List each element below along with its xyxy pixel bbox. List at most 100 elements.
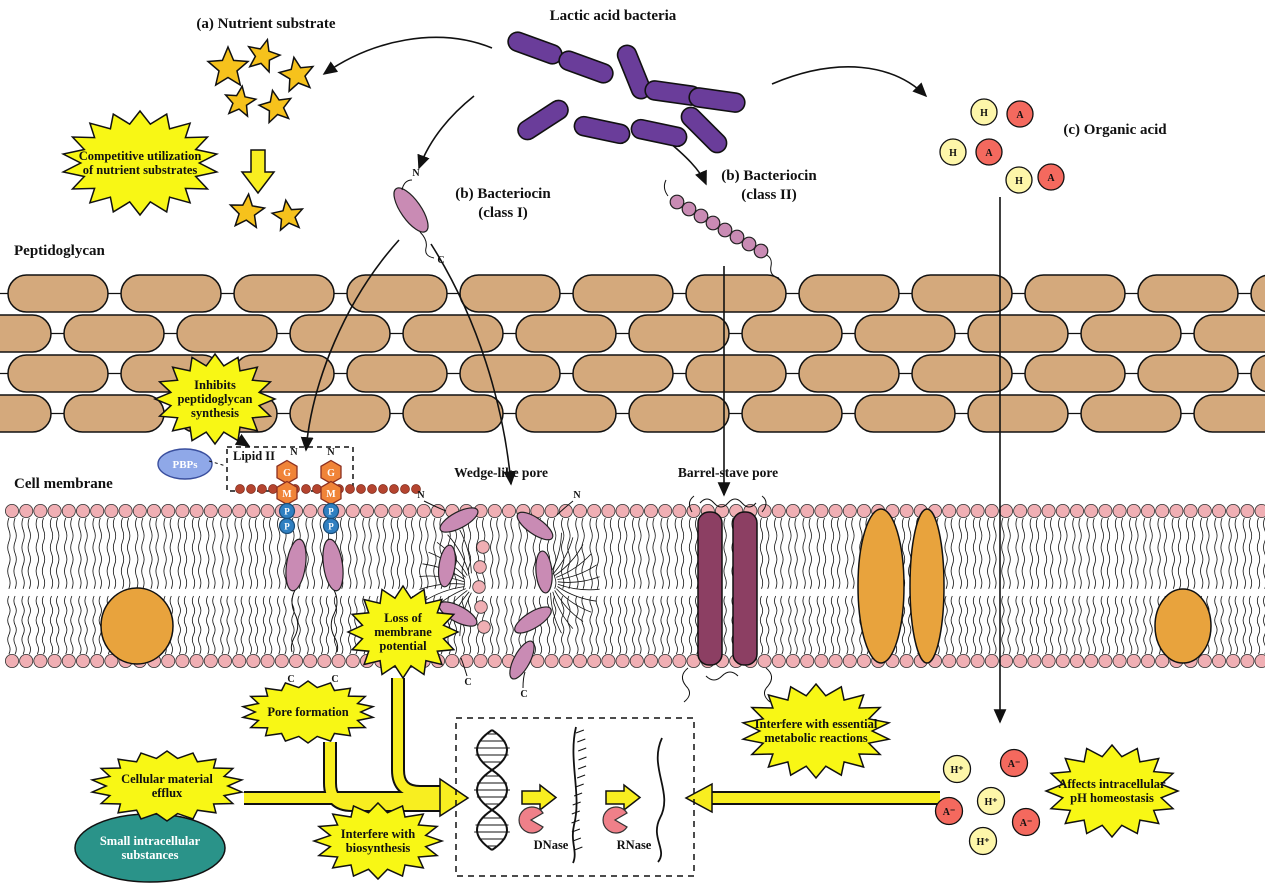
dnase-enzyme (518, 806, 544, 834)
svg-text:C: C (520, 689, 527, 700)
lipid-head (477, 620, 491, 634)
svg-text:A⁻: A⁻ (1008, 759, 1021, 770)
c-terminus-squiggle (419, 231, 435, 259)
bacterium-rod (573, 115, 631, 145)
rna-bases (571, 729, 587, 851)
chain-end-squiggle (762, 253, 780, 279)
lactic-acid-bacteria-cells (507, 31, 746, 154)
pore-effect-arrow (393, 678, 440, 797)
svg-text:A: A (985, 148, 993, 159)
svg-text:A: A (1016, 110, 1024, 121)
g-sugar-label: G (327, 468, 335, 479)
bacteriocin-class1-molecule (393, 179, 435, 259)
pbps-group: PBPs (157, 433, 251, 480)
dna-rungs (474, 733, 510, 847)
svg-text:H⁺: H⁺ (984, 797, 997, 808)
pore-squiggle (761, 495, 767, 513)
terminus-connector (460, 657, 468, 677)
callout-small-substances: Small intracellular substances (99, 834, 201, 862)
star (247, 37, 282, 74)
n-terminus-squiggle (401, 179, 413, 191)
terminus-letters: N C N N C C N N C C (287, 168, 581, 700)
bacterium-rod (630, 118, 688, 148)
rna-strand (571, 726, 578, 864)
arrow-bacteriocin1-to-wedge (430, 243, 517, 486)
g-sugar-label: G (283, 468, 291, 479)
callout-competitive: Competitive utilization of nutrient subs… (78, 149, 202, 177)
h-plus-circle (968, 826, 998, 856)
pore-top-squiggle (699, 498, 757, 508)
label-dnase: DNase (533, 838, 569, 852)
lipid2-box (226, 446, 354, 492)
organic-acid-cluster: H A H A H A (939, 98, 1065, 194)
pore-bottom-squiggle (682, 667, 690, 703)
callout-bursts (60, 109, 1180, 881)
star (223, 84, 258, 118)
pore-bottom-squiggle (764, 667, 772, 703)
label-bacteriocin1-line2: (class I) (478, 205, 528, 221)
rnase-enzyme (602, 806, 628, 834)
burst-loss-potential (346, 584, 460, 680)
pbps-label: PBPs (172, 459, 198, 471)
bacteriocin-peptide (322, 538, 344, 592)
burst-competitive (60, 109, 220, 217)
svg-text:A⁻: A⁻ (943, 807, 956, 818)
arrowhead-left (684, 782, 713, 814)
pbps-ellipse (157, 448, 213, 480)
burst-pore-formation (240, 680, 376, 744)
terminus-connector (423, 500, 447, 512)
bacterium-rod (688, 87, 746, 113)
p-label: P (284, 522, 290, 532)
label-bacteriocin2-line2: (class II) (741, 187, 797, 203)
callout-pore-formation: Pore formation (267, 705, 349, 719)
bacteriocin-class2-chain (663, 179, 780, 279)
star (277, 55, 315, 93)
lipid-head (473, 560, 487, 574)
bacterium-rod (616, 44, 652, 100)
pbps-connector (208, 460, 227, 467)
membrane-protein (909, 508, 945, 664)
svg-text:H: H (980, 108, 988, 119)
label-lactic-acid-bacteria: Lactic acid bacteria (549, 8, 677, 24)
svg-text:C: C (331, 674, 338, 685)
dissociated-acid-cluster: H⁺ A⁻ H⁺ A⁻ H⁺ A⁻ (934, 748, 1041, 856)
callout-metabolic: Interfere with essential metabolic react… (754, 717, 878, 745)
svg-text:N: N (327, 447, 335, 458)
a-minus-circle (999, 748, 1029, 778)
callout-ph: Affects intracellular pH homeostasis (1058, 777, 1166, 805)
label-wedge-pore: Wedge-like pore (454, 465, 548, 480)
burst-efflux (89, 750, 245, 822)
svg-text:C: C (437, 255, 444, 266)
cell-membrane-bilayer (5, 503, 1265, 669)
a-circle (975, 138, 1003, 166)
phosphate-circle (322, 517, 340, 535)
arrow-to-nutrients (322, 36, 493, 75)
p-label: P (328, 522, 334, 532)
star (257, 88, 293, 125)
bacteriocin-peptide (285, 538, 307, 592)
h-plus-circle (942, 754, 972, 784)
phosphate-circle (278, 517, 296, 535)
h-circle (939, 138, 967, 166)
bacteriocin-peptide (509, 640, 535, 680)
bacterium-rod (558, 50, 614, 84)
pore-stave (697, 511, 723, 666)
membrane-proteins (100, 508, 1212, 665)
pore-bottom-squiggle (705, 671, 739, 681)
burst-inhibits (153, 352, 277, 446)
svg-text:N: N (573, 490, 581, 501)
label-bacteriocin2-line1: (b) Bacteriocin (721, 168, 817, 184)
peptidoglycan-layer (0, 274, 1265, 433)
callout-efflux: Cellular material efflux (121, 772, 213, 800)
bacterium-rod (680, 106, 728, 154)
svg-text:C: C (464, 677, 471, 688)
bacteriocin-peptide (516, 511, 554, 541)
peptide-c-tail (290, 589, 299, 653)
lipid-head (472, 580, 486, 594)
svg-text:N: N (290, 447, 298, 458)
svg-text:A⁻: A⁻ (1020, 818, 1033, 829)
svg-text:H⁺: H⁺ (976, 837, 989, 848)
svg-text:A: A (1047, 173, 1055, 184)
a-circle (1006, 100, 1034, 128)
